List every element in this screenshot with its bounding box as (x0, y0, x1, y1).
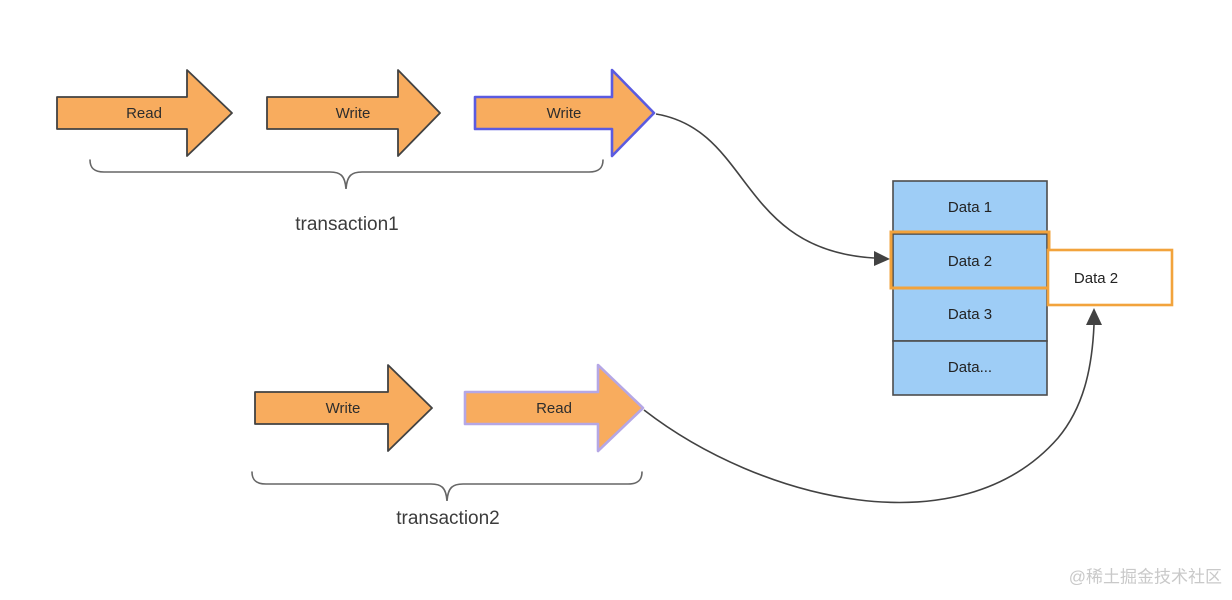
connectors-group (643, 113, 1102, 504)
write-arrow-t1-label: Write (336, 105, 371, 122)
data-table: Data 1 Data 2 Data 3 Data... (889, 180, 1051, 396)
write-arrow-t1-highlighted (473, 68, 656, 158)
transaction1-group: Read Write Write transaction1 (56, 68, 656, 235)
write-arrow-t1-highlighted-label: Write (547, 105, 582, 122)
table-row-data3-label: Data 3 (948, 306, 992, 323)
table-row-data-more-label: Data... (948, 359, 992, 376)
read-from-box-connector (643, 324, 1095, 504)
read-arrow-t2-highlighted-label: Read (536, 400, 572, 417)
result-box-label: Data 2 (1074, 270, 1118, 287)
write-to-table-connector (655, 113, 875, 259)
read-from-box-arrowhead-icon (1086, 308, 1102, 325)
table-row-data1-label: Data 1 (948, 199, 992, 216)
read-arrow-t2-highlighted (463, 363, 645, 453)
result-box-group: Data 2 (1046, 248, 1174, 307)
table-row-data1 (892, 180, 1048, 235)
result-box (1046, 248, 1174, 307)
transaction2-label: transaction2 (396, 508, 500, 529)
read-arrow-t1-label: Read (126, 105, 162, 122)
table-row-data2-label: Data 2 (948, 253, 992, 270)
transaction2-group: Write Read transaction2 (251, 363, 645, 529)
transaction2-brace (251, 471, 643, 502)
transaction1-label: transaction1 (295, 214, 399, 235)
write-to-table-arrowhead-icon (874, 251, 890, 266)
write-arrow-t2 (254, 364, 433, 452)
table-row-data-more (892, 340, 1048, 396)
read-arrow-t1 (56, 69, 233, 157)
write-arrow-t2-label: Write (326, 400, 361, 417)
write-arrow-t1 (266, 69, 441, 157)
watermark: @稀土掘金技术社区 (1069, 567, 1222, 586)
table-row-data2 (892, 233, 1048, 289)
transaction1-brace (89, 159, 604, 190)
